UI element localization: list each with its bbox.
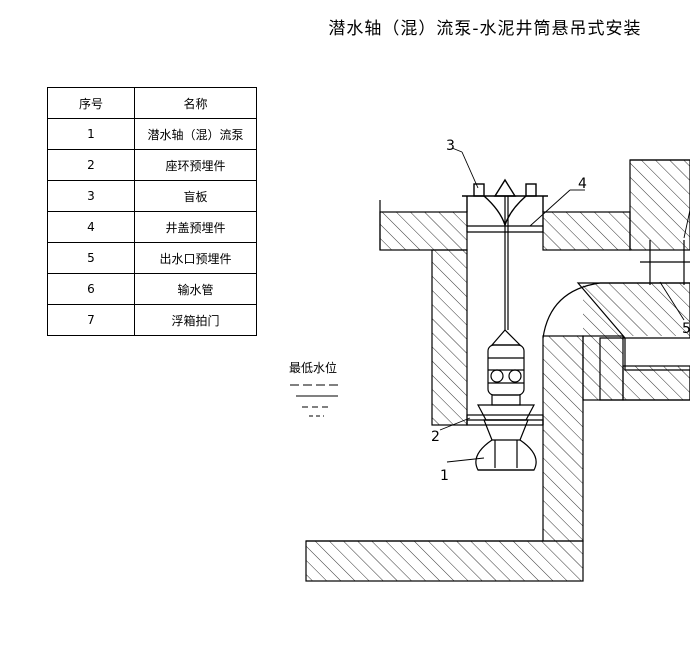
- suspension-rod: [504, 196, 509, 330]
- row-number: 2: [47, 149, 135, 181]
- row-name: 井盖预埋件: [134, 211, 257, 243]
- drawing-title: 潜水轴（混）流泵-水泥井筒悬吊式安装: [328, 19, 642, 39]
- callout-2: 2: [431, 429, 440, 445]
- table-row: 5 出水口预埋件: [47, 242, 257, 274]
- table-row: 3 盲板: [47, 180, 257, 212]
- header-number: 序号: [47, 87, 135, 119]
- row-number: 5: [47, 242, 135, 274]
- row-name: 浮箱拍门: [134, 304, 257, 336]
- table-row: 7 浮箱拍门: [47, 304, 257, 336]
- row-number: 1: [47, 118, 135, 150]
- concrete-structure: [305, 159, 690, 582]
- row-number: 7: [47, 304, 135, 336]
- row-number: 3: [47, 180, 135, 212]
- table-row: 1 潜水轴（混）流泵: [47, 118, 257, 150]
- outlet-pipe-embedded: [640, 240, 690, 285]
- table-row: 4 井盖预埋件: [47, 211, 257, 243]
- row-name: 座环预埋件: [134, 149, 257, 181]
- callout-5: 5: [682, 321, 690, 337]
- table-row: 2 座环预埋件: [47, 149, 257, 181]
- callout-4: 4: [578, 176, 587, 192]
- leader-lines: [439, 147, 690, 463]
- table-header-row: 序号 名称: [47, 87, 257, 119]
- row-name: 盲板: [134, 180, 257, 212]
- row-number: 6: [47, 273, 135, 305]
- low-water-level-label: 最低水位: [289, 361, 338, 375]
- callout-3: 3: [446, 138, 455, 154]
- header-name: 名称: [134, 87, 257, 119]
- water-level-symbol: [290, 384, 342, 417]
- parts-table: 序号 名称 1 潜水轴（混）流泵 2 座环预埋件 3 盲板 4 井盖预埋件 5 …: [47, 87, 257, 336]
- row-name: 潜水轴（混）流泵: [134, 118, 257, 150]
- callout-1: 1: [440, 468, 449, 484]
- pump-body: [475, 329, 537, 471]
- row-name: 出水口预埋件: [134, 242, 257, 274]
